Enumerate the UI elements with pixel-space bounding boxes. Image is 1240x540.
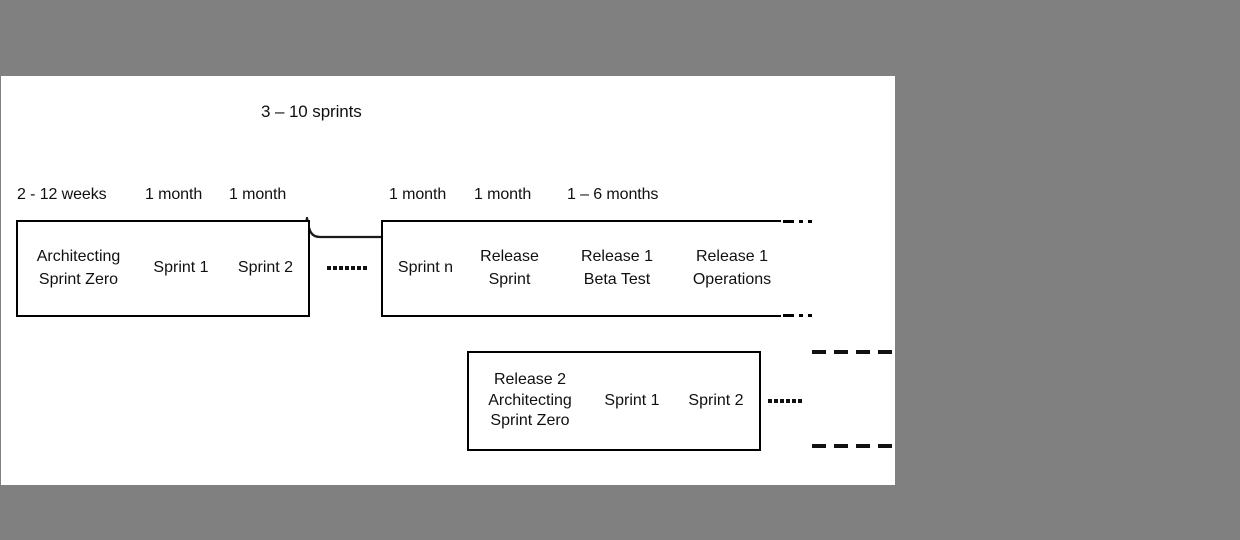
- phase-box-line2: Architecting: [488, 391, 572, 409]
- phase-box-line1: Architecting: [36, 248, 121, 266]
- continuation-dashed-bottom-row2: [812, 444, 892, 448]
- phase-box-line1: Sprint 1: [153, 259, 209, 277]
- phase-box-architecting-sprint-zero[interactable]: Architecting Sprint Zero: [16, 220, 141, 317]
- phase-box-release-2-sprint-1[interactable]: Sprint 1: [591, 351, 675, 451]
- duration-label-sprintn: 1 month: [389, 186, 447, 203]
- phase-box-line1: Release 1: [695, 248, 769, 266]
- continuation-dashdot-bottom: [783, 314, 812, 317]
- phase-box-sprint-1[interactable]: Sprint 1: [139, 220, 225, 317]
- duration-label-release-sprint: 1 month: [474, 186, 532, 203]
- phase-box-line2: Sprint: [488, 270, 531, 288]
- phase-box-line1: Sprint 1: [604, 391, 660, 409]
- duration-label-sprint1: 1 month: [145, 186, 203, 203]
- phase-box-release-1-operations[interactable]: Release 1 Operations: [683, 220, 781, 317]
- ellipsis-dots-row1: [327, 266, 367, 270]
- phase-box-line1: Release 1: [580, 248, 654, 266]
- phase-box-release-2-architecting-sprint-zero[interactable]: Release 2 Architecting Sprint Zero: [467, 351, 593, 451]
- phase-box-line1: Release: [480, 248, 539, 266]
- phase-box-line2: Sprint Zero: [38, 270, 119, 288]
- phase-box-line1: Sprint 2: [237, 259, 294, 277]
- continuation-dashed-top-row2: [812, 350, 892, 354]
- phase-box-release-1-beta-test[interactable]: Release 1 Beta Test: [551, 220, 685, 317]
- phase-box-sprint-2[interactable]: Sprint 2: [223, 220, 310, 317]
- duration-label-sprint-zero: 2 - 12 weeks: [17, 186, 107, 203]
- phase-box-line3: Sprint Zero: [490, 412, 570, 430]
- phase-box-line1: Sprint 2: [688, 391, 744, 409]
- ellipsis-dots-row2: [768, 399, 802, 403]
- group-label-sprints: 3 – 10 sprints: [261, 102, 362, 121]
- phase-box-release-2-sprint-2[interactable]: Sprint 2: [673, 351, 761, 451]
- phase-box-line1: Sprint n: [397, 259, 454, 277]
- continuation-dashdot-top: [783, 220, 812, 223]
- phase-box-sprint-n[interactable]: Sprint n: [381, 220, 470, 317]
- phase-box-line1: Release 2: [493, 370, 567, 388]
- duration-label-beta-test: 1 – 6 months: [567, 186, 659, 203]
- diagram-canvas: 3 – 10 sprints 2 - 12 weeks 1 month 1 mo…: [1, 76, 895, 485]
- phase-box-line2: Operations: [692, 270, 772, 288]
- duration-label-sprint2: 1 month: [229, 186, 287, 203]
- phase-box-release-sprint[interactable]: Release Sprint: [468, 220, 553, 317]
- phase-box-line2: Beta Test: [583, 270, 651, 288]
